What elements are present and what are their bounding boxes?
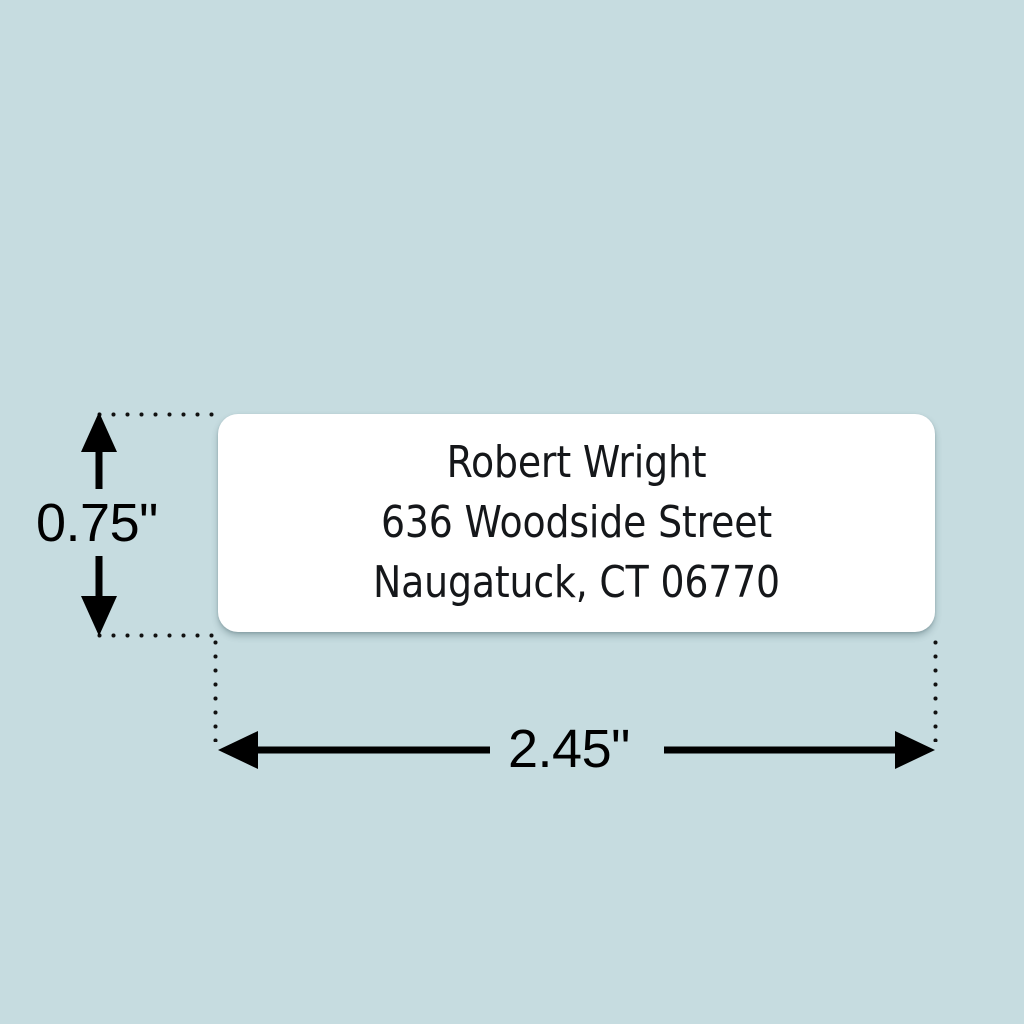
leader-line-top: [97, 412, 215, 417]
width-arrow-left-icon: [218, 731, 490, 769]
address-line-city-state-zip: Naugatuck, CT 06770: [373, 557, 780, 608]
height-arrow-up-icon: [81, 412, 117, 489]
width-arrow-right-icon: [664, 731, 935, 769]
leader-line-bottom: [97, 633, 219, 638]
height-arrow-down-icon: [81, 556, 117, 636]
width-dimension-label: 2.45": [508, 719, 630, 779]
height-dimension-label: 0.75": [36, 493, 158, 553]
address-text-block: Robert Wright 636 Woodside Street Naugat…: [268, 433, 885, 613]
leader-line-right-vertical: [933, 640, 938, 742]
address-label-card: Robert Wright 636 Woodside Street Naugat…: [218, 414, 935, 632]
address-line-name: Robert Wright: [446, 437, 707, 488]
address-line-street: 636 Woodside Street: [380, 497, 773, 548]
leader-line-left-vertical: [213, 640, 218, 742]
